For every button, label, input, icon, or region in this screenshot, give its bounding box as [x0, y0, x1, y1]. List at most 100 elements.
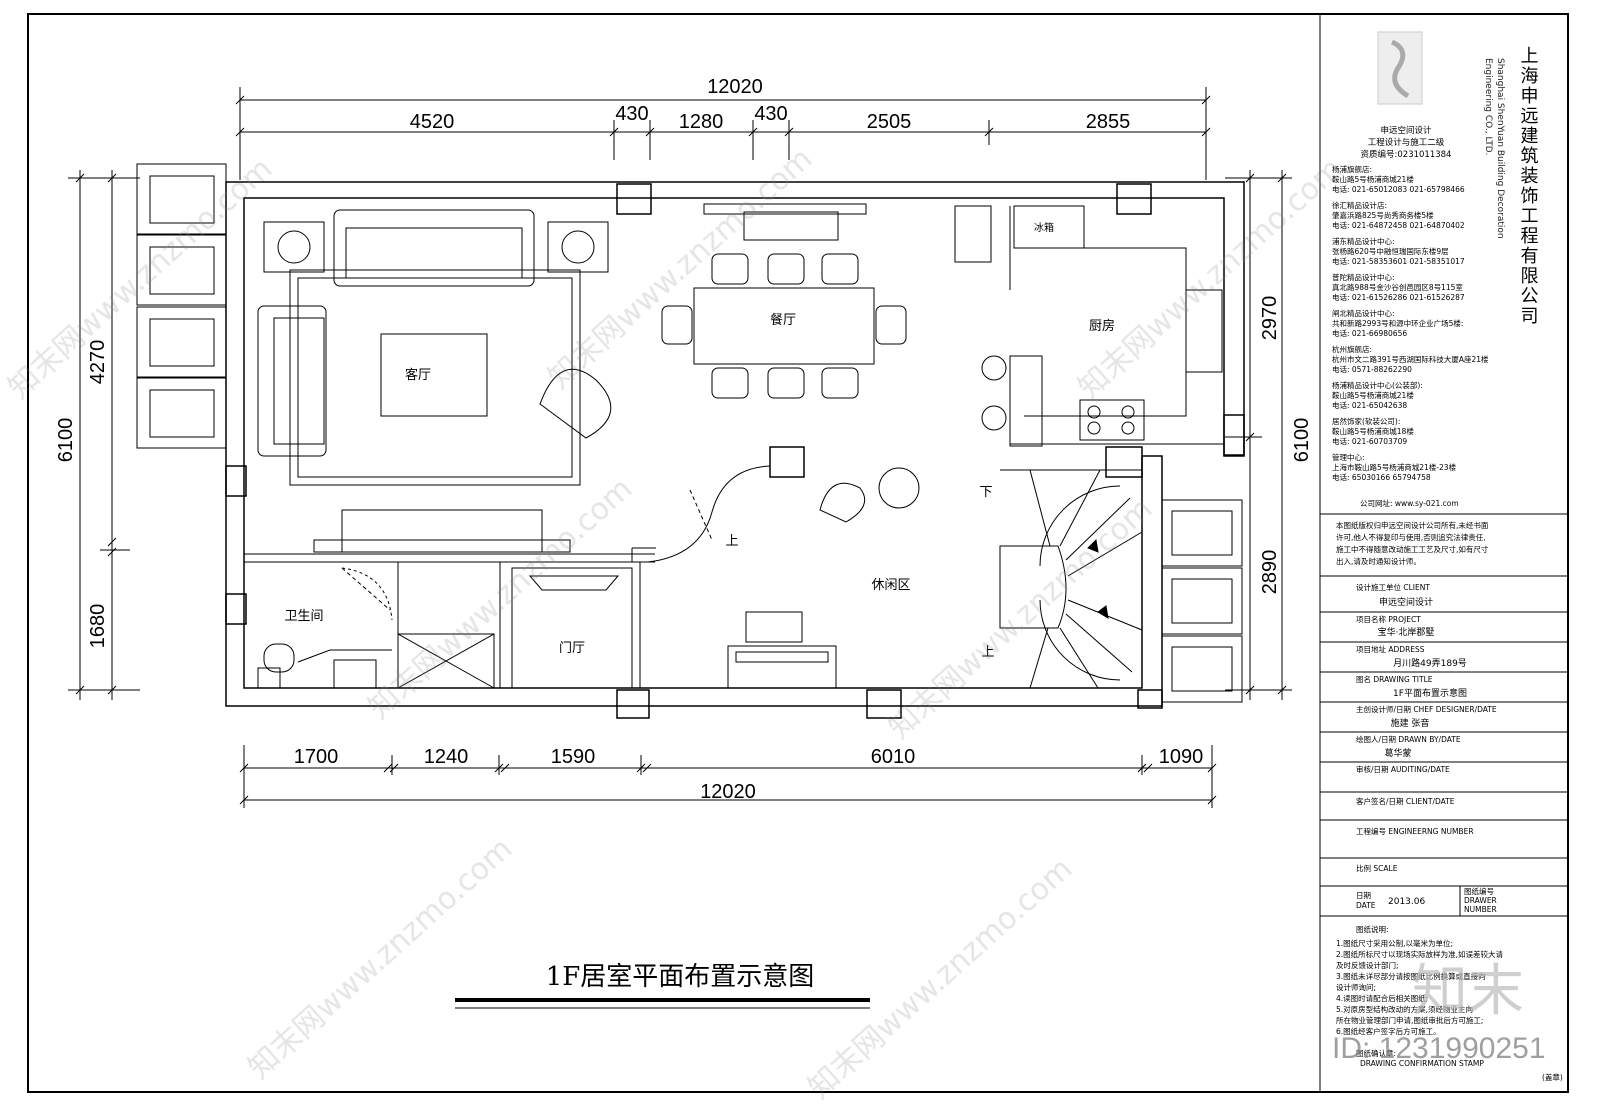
note-line: 及时反馈设计部门;	[1336, 960, 1399, 970]
dimensions-bottom	[239, 745, 1217, 808]
window-left-1	[136, 163, 227, 235]
watermark: 知末网www.znzmo.com 知末网www.znzmo.com 知末网www…	[2, 141, 1349, 1105]
branch-name: 杨浦旗舰店:	[1332, 164, 1372, 174]
dim-top-3: 1280	[679, 111, 724, 133]
label-leisure-area: 休闲区	[871, 578, 910, 593]
dim-bottom-3: 1590	[551, 746, 596, 768]
branch-name: 普陀精品设计中心:	[1332, 272, 1395, 282]
branch-name: 管理中心:	[1332, 452, 1365, 462]
window-right-3	[1161, 635, 1243, 703]
scale-label: 比例 SCALE	[1356, 863, 1398, 873]
foyer-room	[511, 567, 633, 689]
stair-landing	[999, 545, 1067, 629]
tv-cabinet	[341, 509, 543, 553]
titleblock-fields	[1320, 611, 1568, 917]
round-table	[878, 467, 920, 509]
side-sofa	[257, 305, 327, 457]
copyright-line: 本图纸版权归申远空间设计公司所有,未经书面	[1336, 520, 1489, 530]
branch-name: 徐汇精品设计店:	[1332, 200, 1387, 210]
designer-value: 施建 张音	[1391, 717, 1430, 729]
side-table-1	[263, 221, 325, 273]
lounge-chair	[819, 482, 866, 523]
note-line: 3.图纸未详尽部分请按图纸比例换算或直接向	[1336, 971, 1486, 981]
dim-left-total: 6100	[55, 418, 77, 463]
confirm-label-en: DRAWING CONFIRMATION STAMP	[1360, 1059, 1484, 1068]
client-label: 设计施工单位 CLIENT	[1356, 582, 1430, 592]
company-name-cn: 上海申远建筑装饰工程有限公司	[1518, 46, 1539, 326]
drawn-by-label: 绘图人/日期 DRAWN BY/DATE	[1356, 734, 1461, 744]
window-right-1	[1161, 499, 1243, 567]
copyright-line: 施工中不得随意改动施工工艺及尺寸,如有尺寸	[1336, 544, 1489, 554]
branch-address: 共和新路2993号和源中环企业广场5楼:	[1332, 318, 1463, 328]
watermark-id: ID: 1231990251	[1332, 1032, 1546, 1065]
notes-title: 图纸说明:	[1356, 924, 1389, 934]
floor-plan	[136, 163, 1245, 719]
branch-name: 浦东精品设计中心:	[1332, 236, 1395, 246]
confirm-label: 图纸确认章:	[1356, 1048, 1396, 1058]
branch-address: 鞍山路5号杨浦商城18楼	[1332, 426, 1414, 436]
cooktop	[1079, 399, 1145, 441]
sideboard	[743, 211, 839, 241]
watermark-text-1: 知末网www.znzmo.com	[2, 151, 279, 406]
dim-top-2: 430	[615, 103, 648, 125]
branch-phone: 电话: 65030166 65794758	[1332, 472, 1431, 482]
dining-table	[693, 287, 875, 365]
seal-label: (盖章)	[1542, 1072, 1563, 1082]
branch-name: 居然饰家(软装公司):	[1332, 416, 1400, 426]
branch-phone: 电话: 0571-88262290	[1332, 364, 1412, 374]
dim-bottom-2: 1240	[424, 746, 469, 768]
dim-top-total: 12020	[707, 76, 763, 98]
number-label-1: 图纸编号	[1464, 886, 1494, 896]
shower-area	[397, 633, 495, 689]
audit-label: 审核/日期 AUDITING/DATE	[1356, 764, 1450, 774]
label-bathroom: 卫生间	[284, 609, 323, 624]
dim-left-1: 4270	[87, 340, 109, 385]
drawn-by-value: 葛华蒙	[1384, 747, 1411, 759]
dim-right-1: 2970	[1259, 296, 1281, 341]
notes-list: 1.图纸尺寸采用公制,以毫米为单位;2.图纸所标尺寸以现场实际放样为准,如误差较…	[1336, 938, 1504, 1036]
address-label: 项目地址 ADDRESS	[1356, 644, 1425, 654]
branch-phone: 电话: 021-65012083 021-65798466	[1332, 184, 1465, 194]
note-line: 1.图纸尺寸采用公制,以毫米为单位;	[1336, 938, 1453, 948]
number-label-2: DRAWER	[1464, 896, 1497, 905]
designer-label: 主创设计师/日期 CHEF DESIGNER/DATE	[1356, 704, 1497, 714]
company-name-en-1: Shanghai ShenYuan Building Decoration	[1495, 58, 1505, 239]
dim-right-2: 2890	[1259, 550, 1281, 595]
branch-address: 肇嘉浜路825号尚秀商务楼5楼	[1332, 210, 1434, 220]
title-block	[1377, 31, 1423, 105]
branch-phone: 电话: 021-58353601 021-58351017	[1332, 256, 1465, 266]
branch-phone: 电话: 021-64872458 021-64870402	[1332, 220, 1465, 230]
label-up-1: 上	[725, 534, 738, 549]
watermark-text-2: 知末网www.znzmo.com	[542, 141, 819, 396]
branch-phone: 电话: 021-61526286 021-61526287	[1332, 292, 1465, 302]
label-fridge: 冰箱	[1034, 221, 1054, 234]
label-up-2: 上	[981, 645, 994, 660]
qualification: 工程设计与施工二级	[1368, 137, 1445, 148]
branch-name: 闸北精品设计中心:	[1332, 308, 1395, 318]
note-line: 所在物业管理部门申请,图纸审批后方可施工;	[1336, 1015, 1483, 1025]
branch-address: 真北路988号金沙谷创邑园区8号115室	[1332, 282, 1463, 292]
watermark-text-5: 知末网www.znzmo.com	[882, 491, 1159, 746]
label-living-room: 客厅	[405, 367, 431, 383]
copyright-line: 出入,请及时通知设计师。	[1336, 556, 1421, 566]
note-line: 5.对原房型结构改动的方案,须经物业主向	[1336, 1004, 1473, 1014]
engineering-number-label: 工程编号 ENGINEERNG NUMBER	[1356, 826, 1474, 836]
date-label-1: 日期	[1356, 891, 1371, 900]
certificate: 资质编号:0231011384	[1361, 149, 1452, 160]
branch-address: 上海市鞍山路5号杨浦商城21楼-23楼	[1332, 462, 1457, 472]
piano-bench	[745, 611, 803, 643]
note-line: 6.图纸经客户签字后方可施工。	[1336, 1026, 1441, 1036]
branch-address: 张杨路620号中融恒瑞国际东楼9层	[1332, 246, 1449, 256]
date-value: 2013.06	[1388, 897, 1425, 907]
kitchen-unit	[954, 205, 992, 263]
note-line: 2.图纸所标尺寸以现场实际放样为准,如误差较大请	[1336, 949, 1504, 959]
window-left-2	[136, 234, 227, 306]
branch-phone: 电话: 021-65042638	[1332, 400, 1407, 410]
copyright-notice: 本图纸版权归申远空间设计公司所有,未经书面许可,他人不得复印与使用,否则追究法律…	[1336, 520, 1489, 566]
dim-top-6: 2855	[1086, 111, 1131, 133]
dim-top-1: 4520	[410, 111, 455, 133]
dim-top-5: 2505	[867, 111, 912, 133]
dim-left-2: 1680	[87, 604, 109, 649]
project-value: 宝华·北岸郡墅	[1378, 626, 1435, 638]
